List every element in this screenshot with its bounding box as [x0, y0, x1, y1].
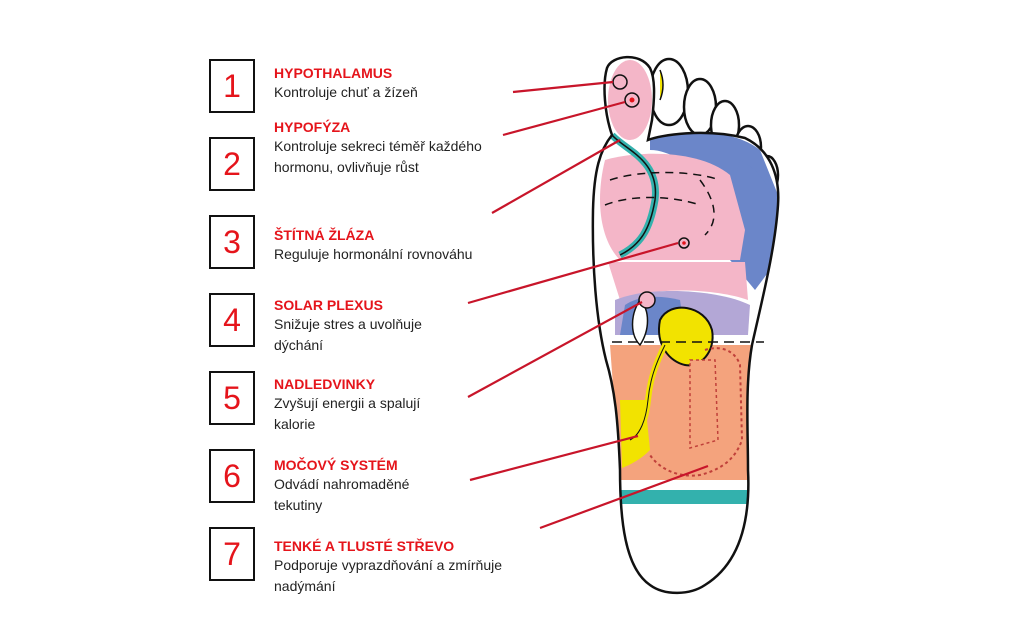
entry-title-6: MOČOVÝ SYSTÉM	[274, 457, 398, 473]
number-box-6: 6	[209, 449, 255, 503]
number-label-6: 6	[223, 457, 241, 494]
entry-desc-1: Kontroluje chuť a žízeň	[274, 84, 418, 100]
number-box-1: 1	[209, 59, 255, 113]
entry-6: MOČOVÝ SYSTÉM Odvádí nahromaděné tekutin…	[274, 456, 449, 516]
number-box-4: 4	[209, 293, 255, 347]
point-hypothalamus	[612, 74, 628, 90]
number-box-2: 2	[209, 137, 255, 191]
number-label-2: 2	[223, 145, 241, 182]
leader-line-3	[491, 139, 621, 214]
number-box-7: 7	[209, 527, 255, 581]
point-solar-plexus	[638, 291, 656, 309]
entry-desc-7: Podporuje vyprazdňování a zmírňuje nadým…	[274, 557, 503, 594]
entry-title-1: HYPOTHALAMUS	[274, 65, 393, 81]
entry-2: HYPOFÝZA Kontroluje sekreci téměř každéh…	[274, 118, 489, 178]
yellow-gland	[658, 306, 714, 367]
leader-line-1	[512, 80, 614, 94]
entry-desc-5: Zvyšují energii a spalují kalorie	[274, 395, 421, 432]
leader-line-4	[467, 241, 679, 305]
entry-title-4: SOLAR PLEXUS	[274, 297, 383, 313]
number-box-5: 5	[209, 371, 255, 425]
number-label-3: 3	[223, 223, 241, 260]
entry-title-2: HYPOFÝZA	[274, 119, 351, 135]
number-label-5: 5	[223, 379, 241, 416]
number-label-1: 1	[223, 67, 241, 104]
entry-5: NADLEDVINKY Zvyšují energii a spalují ka…	[274, 375, 459, 435]
number-box-3: 3	[209, 215, 255, 269]
entry-title-3: ŠTÍTNÁ ŽLÁZA	[274, 227, 375, 243]
leader-lines	[467, 80, 709, 530]
entry-title-5: NADLEDVINKY	[274, 376, 376, 392]
entry-1: HYPOTHALAMUS Kontroluje chuť a žízeň	[274, 64, 514, 103]
entry-desc-3: Reguluje hormonální rovnováhu	[274, 246, 473, 262]
entry-desc-6: Odvádí nahromaděné tekutiny	[274, 476, 410, 513]
entry-title-7: TENKÉ A TLUSTÉ STŘEVO	[274, 538, 455, 554]
reflex-zones	[600, 60, 779, 504]
leader-line-6	[469, 434, 639, 482]
leader-line-2	[502, 100, 626, 137]
entry-7: TENKÉ A TLUSTÉ STŘEVO Podporuje vyprazdň…	[274, 537, 539, 597]
entry-desc-2: Kontroluje sekreci téměř každého hormonu…	[274, 138, 482, 175]
entry-3: ŠTÍTNÁ ŽLÁZA Reguluje hormonální rovnová…	[274, 226, 514, 265]
leader-line-5	[467, 301, 643, 398]
entry-desc-4: Snižuje stres a uvolňuje dýchání	[274, 316, 422, 353]
number-label-4: 4	[223, 301, 241, 338]
number-label-7: 7	[223, 535, 241, 572]
entry-4: SOLAR PLEXUS Snižuje stres a uvolňuje dý…	[274, 296, 459, 356]
leader-line-7	[539, 464, 709, 530]
